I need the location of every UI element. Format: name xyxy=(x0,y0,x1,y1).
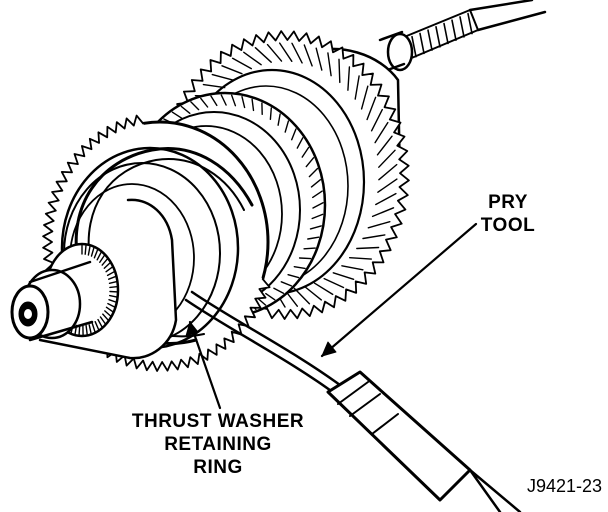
pilot-shaft xyxy=(10,198,178,360)
label-line: RING xyxy=(193,457,243,478)
leader-lines xyxy=(185,222,478,410)
figure-id: J9421-23 xyxy=(526,476,602,496)
label-line: PRY xyxy=(488,192,528,213)
threaded-shaft-end xyxy=(378,0,547,74)
label-line: TOOL xyxy=(480,215,536,236)
thrust-washer-ring-label: THRUST WASHER RETAINING RING xyxy=(88,410,348,479)
label-line: RETAINING xyxy=(164,434,272,455)
pry-tool-label: PRY TOOL xyxy=(458,191,558,237)
label-line: THRUST WASHER xyxy=(131,411,305,432)
pry-tool xyxy=(184,290,522,512)
